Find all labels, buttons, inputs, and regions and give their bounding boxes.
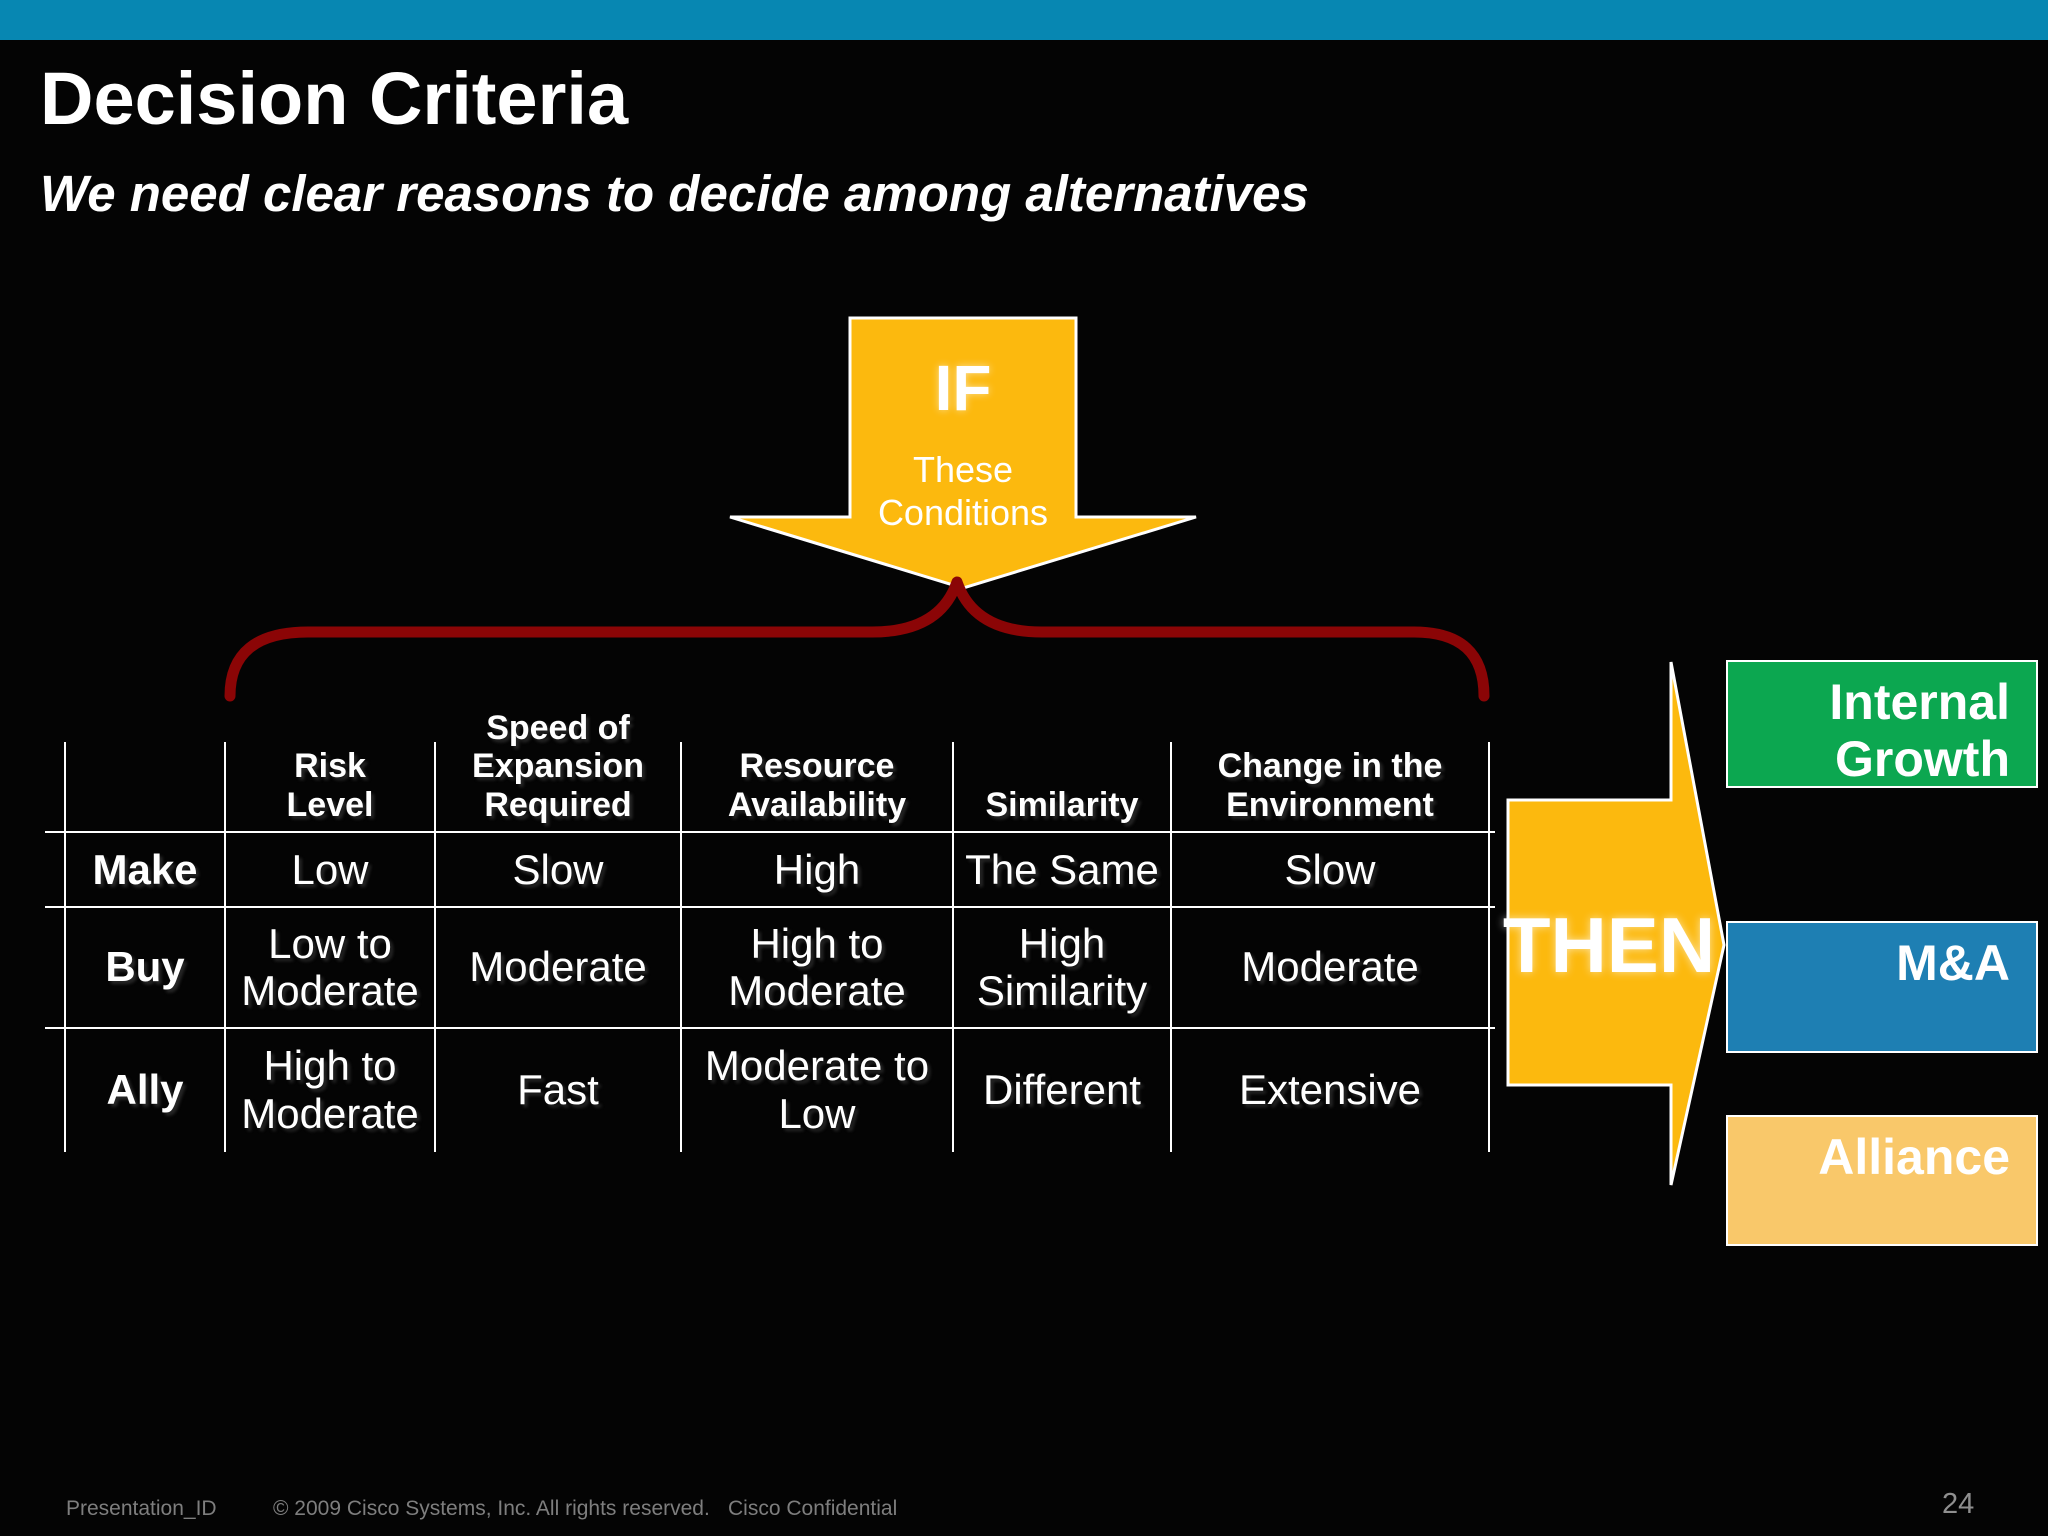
- down-arrow-icon: [729, 316, 1197, 590]
- outcome-m-and-a: M&A: [1726, 921, 2038, 1053]
- footer-presentation-id: Presentation_ID: [66, 1497, 217, 1520]
- slide-subtitle: We need clear reasons to decide among al…: [40, 165, 1309, 222]
- column-header-resource-availability: Resource Availability: [727, 747, 907, 824]
- outcome-alliance: Alliance: [1726, 1115, 2038, 1246]
- table-cell: Moderate: [1241, 943, 1419, 991]
- column-header-similarity: Similarity: [985, 785, 1139, 824]
- table-border: [1488, 742, 1490, 1152]
- table-border: [45, 906, 1495, 908]
- row-label-buy: Buy: [105, 943, 185, 990]
- table-border: [434, 742, 436, 1152]
- then-label: THEN: [1502, 901, 1716, 989]
- if-condition-arrow: IF These Conditions: [728, 316, 1198, 592]
- table-cell: High to Moderate: [241, 1042, 419, 1137]
- footer-confidential: Cisco Confidential: [728, 1497, 898, 1520]
- table-cell: Moderate: [469, 943, 647, 991]
- table-cell: Fast: [517, 1065, 599, 1113]
- column-header-risk-level: Risk Level: [286, 747, 374, 824]
- top-accent-bar: [0, 0, 2048, 40]
- right-arrow-icon: [1506, 661, 1726, 1186]
- table-border: [224, 742, 226, 1152]
- outcome-internal-growth: Internal Growth: [1726, 660, 2038, 788]
- table-cell: Low: [291, 845, 369, 893]
- table-border: [45, 831, 1495, 833]
- if-label: IF: [934, 352, 992, 424]
- if-sublabel: These Conditions: [877, 449, 1049, 534]
- then-result-arrow: THEN: [1503, 660, 1728, 1187]
- if-arrow-text: IF These Conditions: [850, 338, 1076, 552]
- row-label-make: Make: [92, 845, 198, 893]
- table-cell: Low to Moderate: [241, 919, 419, 1014]
- brace-connector: [224, 576, 1490, 702]
- table-cell: Slow: [512, 845, 604, 893]
- table-corner-cell: [65, 695, 225, 832]
- table-border: [952, 742, 954, 1152]
- column-header-speed-of-expansion: Speed of Expansion Required: [472, 708, 644, 824]
- table-cell: Slow: [1284, 845, 1376, 893]
- slide-title: Decision Criteria: [40, 57, 629, 140]
- page-number: 24: [1942, 1488, 1975, 1520]
- table-cell: Different: [983, 1065, 1141, 1113]
- table-cell: High Similarity: [976, 919, 1148, 1014]
- footer-copyright: © 2009 Cisco Systems, Inc. All rights re…: [273, 1497, 710, 1520]
- table-cell: High: [773, 845, 861, 893]
- table-border: [45, 1027, 1495, 1029]
- table-cell: Moderate to Low: [704, 1042, 930, 1137]
- table-cell: Extensive: [1238, 1065, 1422, 1113]
- row-label-ally: Ally: [106, 1065, 184, 1113]
- table-border: [64, 742, 66, 1152]
- column-header-change-in-environment: Change in the Environment: [1217, 747, 1443, 824]
- table-cell: High to Moderate: [728, 919, 906, 1014]
- table-border: [1170, 742, 1172, 1152]
- decision-table: Risk Level Speed of Expansion Required R…: [65, 695, 1489, 1152]
- table-border: [680, 742, 682, 1152]
- table-cell: The Same: [965, 845, 1159, 893]
